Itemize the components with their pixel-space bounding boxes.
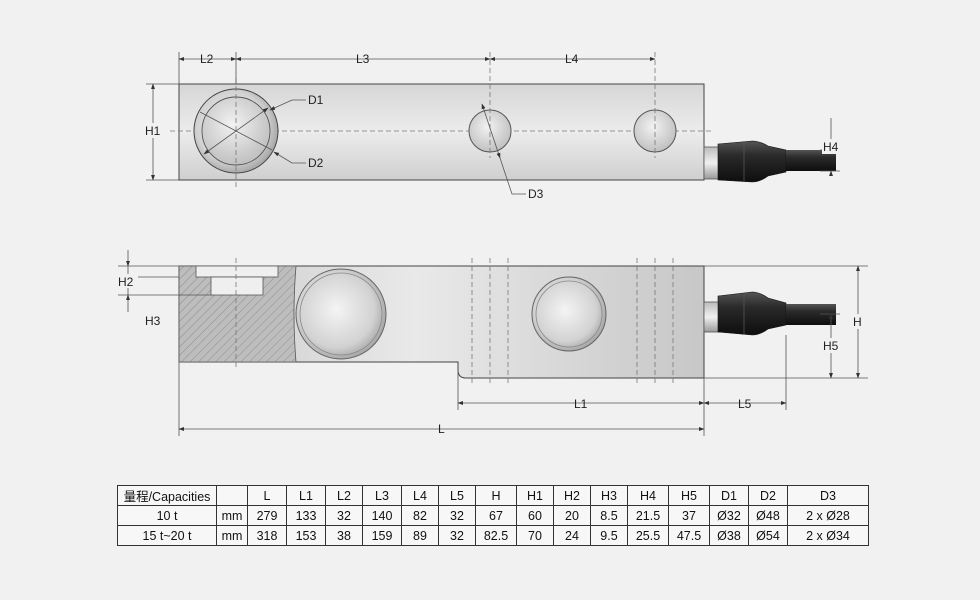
table-cell: 82.5 — [475, 525, 517, 546]
table-row: 10 t mm 279 133 32 140 82 32 67 60 20 8.… — [117, 505, 869, 526]
gauge-cover-1 — [295, 268, 387, 360]
table-row: 15 t~20 t mm 318 153 38 159 89 32 82.5 7… — [117, 525, 869, 546]
label-l1: L1 — [574, 397, 588, 411]
table-cell: mm — [216, 505, 248, 526]
table-cell: 8.5 — [590, 505, 628, 526]
table-cell: 70 — [516, 525, 554, 546]
label-h1: H1 — [145, 124, 161, 138]
label-h5: H5 — [823, 339, 839, 353]
top-view: D1 D2 D3 L2 L3 L4 H1 — [142, 52, 844, 201]
table-cell: 89 — [401, 525, 439, 546]
table-cell: 82 — [401, 505, 439, 526]
side-cable-assembly — [703, 291, 836, 336]
table-cell: 20 — [553, 505, 591, 526]
table-header-cell — [216, 485, 248, 506]
table-header-cell: H5 — [668, 485, 710, 506]
table-cell: 318 — [247, 525, 287, 546]
table-cell: 24 — [553, 525, 591, 546]
table-cell: 9.5 — [590, 525, 628, 546]
top-cable-assembly — [703, 140, 836, 183]
table-header-cell: H — [475, 485, 517, 506]
table-cell: 21.5 — [627, 505, 669, 526]
table-cell: 15 t~20 t — [117, 525, 217, 546]
label-l4: L4 — [565, 52, 579, 66]
label-d2: D2 — [308, 156, 324, 170]
label-h2: H2 — [118, 275, 134, 289]
table-cell: 37 — [668, 505, 710, 526]
table-cell: 60 — [516, 505, 554, 526]
table-header-cell: H3 — [590, 485, 628, 506]
label-h: H — [853, 315, 862, 329]
label-l2: L2 — [200, 52, 214, 66]
table-cell: Ø48 — [748, 505, 788, 526]
table-cell: 38 — [325, 525, 363, 546]
table-cell: 67 — [475, 505, 517, 526]
table-header-cell: D3 — [787, 485, 869, 506]
table-cell: 47.5 — [668, 525, 710, 546]
table-header-cell: L4 — [401, 485, 439, 506]
table-cell: Ø38 — [709, 525, 749, 546]
label-d1: D1 — [308, 93, 324, 107]
table-cell: 2 x Ø34 — [787, 525, 869, 546]
table-header-cell: 量程/Capacities — [117, 485, 217, 506]
table-header-cell: L1 — [286, 485, 326, 506]
table-header-cell: H2 — [553, 485, 591, 506]
label-l5: L5 — [738, 397, 752, 411]
table-cell: Ø54 — [748, 525, 788, 546]
label-l: L — [438, 422, 445, 436]
table-cell: 153 — [286, 525, 326, 546]
table-cell: 140 — [362, 505, 402, 526]
table-cell: 133 — [286, 505, 326, 526]
table-header-cell: L — [247, 485, 287, 506]
table-header-cell: H4 — [627, 485, 669, 506]
table-header-row: 量程/Capacities L L1 L2 L3 L4 L5 H H1 H2 H… — [117, 485, 869, 506]
table-cell: 2 x Ø28 — [787, 505, 869, 526]
side-view: H2 H3 H H5 L1 L5 L — [116, 250, 868, 436]
label-h4: H4 — [823, 140, 839, 154]
gauge-cover-2 — [531, 276, 607, 352]
table-cell: Ø32 — [709, 505, 749, 526]
table-cell: 25.5 — [627, 525, 669, 546]
table-header-cell: L3 — [362, 485, 402, 506]
table-header-cell: H1 — [516, 485, 554, 506]
table-cell: 279 — [247, 505, 287, 526]
label-d3: D3 — [528, 187, 544, 201]
section-hatch — [178, 265, 297, 363]
table-header-cell: L2 — [325, 485, 363, 506]
table-cell: 159 — [362, 525, 402, 546]
table-header-cell: D2 — [748, 485, 788, 506]
table-header-cell: D1 — [709, 485, 749, 506]
table-cell: 32 — [325, 505, 363, 526]
table-cell: 10 t — [117, 505, 217, 526]
table-cell: 32 — [438, 525, 476, 546]
table-cell: mm — [216, 525, 248, 546]
label-h3: H3 — [145, 314, 161, 328]
table-header-cell: L5 — [438, 485, 476, 506]
label-l3: L3 — [356, 52, 370, 66]
specification-table: 量程/Capacities L L1 L2 L3 L4 L5 H H1 H2 H… — [117, 485, 869, 546]
table-cell: 32 — [438, 505, 476, 526]
